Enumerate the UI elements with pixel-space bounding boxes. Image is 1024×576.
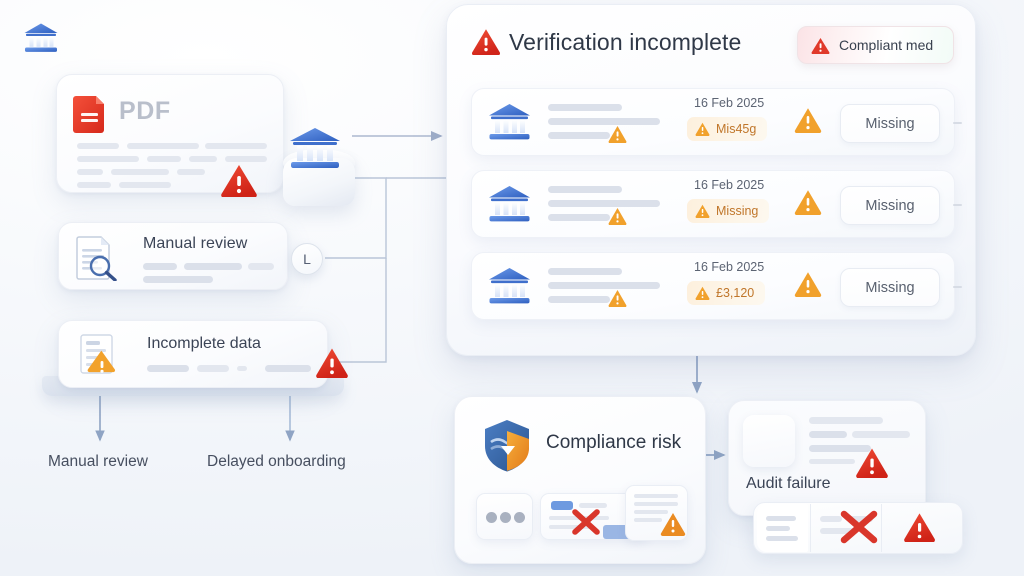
audit-strip-panel-lines [757,504,808,552]
row-status-badge: £3,120 [687,281,766,305]
status-badge[interactable]: Compliant med [797,26,954,64]
row-trailing-dash [953,122,962,124]
compliance-sub-panel-dots [476,493,533,540]
audit-failure-title: Audit failure [746,475,831,492]
document-warning-icon [75,331,125,379]
row-date: 16 Feb 2025 [694,178,765,192]
connector-node-label: L [303,251,311,267]
row-trailing-dash [953,286,962,288]
table-row[interactable]: 16 Feb 2025 Missing Missing [471,170,962,238]
bank-building-icon [487,266,532,308]
compliance-risk-title: Compliance risk [546,432,682,453]
audit-failure-card[interactable]: Audit failure [728,400,926,516]
row-action-label: Missing [865,197,915,214]
bank-building-icon [288,126,342,172]
shield-warning-icon [481,418,533,473]
status-badge-label: Compliant med [839,37,934,53]
bank-building-icon [487,102,532,144]
table-row[interactable]: 16 Feb 2025 Mis45g Missing [471,88,962,156]
compliance-risk-card[interactable]: Compliance risk [454,396,706,564]
audit-bank-icon-box [743,415,795,467]
orange-warning-triangle-icon [608,207,627,225]
red-warning-triangle-icon [471,28,501,56]
orange-warning-triangle-icon [660,512,686,536]
incomplete-data-card[interactable]: Incomplete data [58,320,348,388]
page-title: Verification incomplete [509,29,742,55]
row-date: 16 Feb 2025 [694,96,765,110]
orange-warning-triangle-icon [695,204,710,218]
orange-warning-triangle-icon [695,122,710,136]
dot-icon [500,512,511,523]
incomplete-data-title: Incomplete data [147,335,261,352]
dot-icon [514,512,525,523]
orange-warning-triangle-icon [794,107,822,133]
bank-building-icon [487,184,532,226]
orange-warning-triangle-icon [695,286,710,300]
pdf-file-icon [73,93,107,133]
red-warning-triangle-icon [220,163,258,197]
row-action-button[interactable]: Missing [840,268,940,307]
red-warning-triangle-icon [315,347,349,378]
pdf-label: PDF [119,97,171,125]
red-x-icon [571,508,601,536]
pdf-document-card[interactable]: PDF [56,74,284,197]
divider [810,504,811,552]
manual-review-title: Manual review [143,235,248,252]
orange-warning-triangle-icon [608,125,627,143]
row-status-badge: Missing [687,199,770,223]
manual-review-card[interactable]: Manual review [58,222,288,290]
row-action-label: Missing [865,115,915,132]
orange-warning-triangle-icon [608,289,627,307]
table-row[interactable]: 16 Feb 2025 £3,120 Missing [471,252,962,320]
red-warning-triangle-icon [855,447,889,478]
row-status-badge: Mis45g [687,117,768,141]
red-warning-triangle-icon [811,37,830,54]
row-action-button[interactable]: Missing [840,186,940,225]
connector-node-l[interactable]: L [291,243,323,275]
row-action-label: Missing [865,279,915,296]
outcome-label-manual-review: Manual review [48,453,148,470]
row-action-button[interactable]: Missing [840,104,940,143]
orange-warning-triangle-icon [794,189,822,215]
orange-warning-triangle-icon [794,271,822,297]
red-warning-triangle-icon [903,512,936,542]
compliance-sub-panel-doc [625,485,688,541]
row-badge-label: £3,120 [716,286,755,300]
row-badge-label: Mis45g [716,122,757,136]
document-search-icon [73,235,121,282]
row-trailing-dash [953,204,962,206]
dot-icon [486,512,497,523]
row-date: 16 Feb 2025 [694,260,765,274]
bank-building-icon [23,22,59,56]
row-badge-label: Missing [716,204,759,218]
red-x-icon [838,508,880,546]
divider [881,504,882,552]
outcome-label-delayed-onboarding: Delayed onboarding [207,453,346,470]
